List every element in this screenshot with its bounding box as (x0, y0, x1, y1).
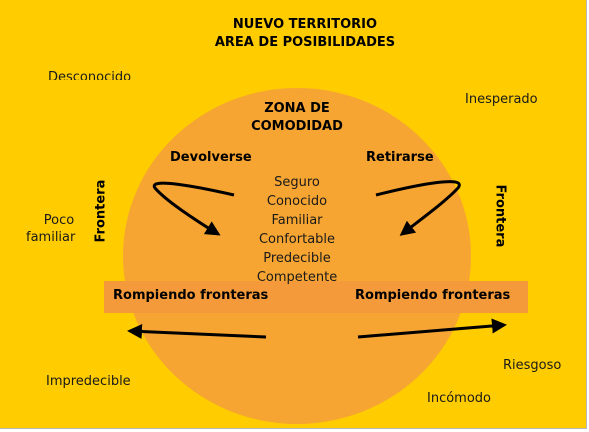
comfort-zone-circle (123, 88, 471, 424)
comfort-zone-title-line-1: ZONA DE (264, 101, 330, 116)
trait-familiar: Familiar (271, 213, 323, 228)
label-unknown: Desconocido (48, 70, 132, 80)
label-unfamiliar-line-2: familiar (26, 230, 76, 245)
title-line-1: NUEVO TERRITORIO (232, 17, 378, 32)
comfort-zone-title: ZONA DE COMODIDAD (227, 100, 367, 136)
retreat-arrow (375, 180, 461, 236)
trait-comfortable: Confortable (258, 232, 336, 247)
label-unexpected: Inesperado (465, 92, 538, 107)
expand-left-arrow (127, 324, 267, 340)
label-go-back: Devolverse (170, 150, 252, 165)
label-unfamiliar-line-1: Poco (43, 213, 75, 228)
trait-known: Conocido (266, 194, 328, 209)
diagram-title: NUEVO TERRITORIO AREA DE POSIBILIDADES (180, 16, 430, 52)
label-retreat: Retirarse (366, 150, 434, 165)
trait-competent: Competente (256, 270, 338, 285)
label-unpredictable: Impredecible (46, 374, 131, 389)
breaking-frontiers-left: Rompiendo fronteras (113, 288, 269, 303)
comfort-traits-list: Seguro Conocido Familiar Confortable Pre… (237, 173, 357, 287)
title-line-2: AREA DE POSIBILIDADES (214, 35, 396, 50)
label-risky: Riesgoso (503, 358, 562, 373)
label-unfamiliar: Poco (34, 212, 84, 230)
label-uncomfortable: Incómodo (427, 391, 491, 406)
breaking-frontiers-band (104, 281, 528, 313)
expand-right-arrow (357, 318, 507, 339)
trait-predictable: Predecible (263, 251, 331, 266)
breaking-frontiers-right: Rompiendo fronteras (355, 288, 511, 303)
go-back-arrow (152, 181, 235, 236)
comfort-zone-title-line-2: COMODIDAD (251, 119, 343, 134)
trait-safe: Seguro (274, 175, 320, 190)
